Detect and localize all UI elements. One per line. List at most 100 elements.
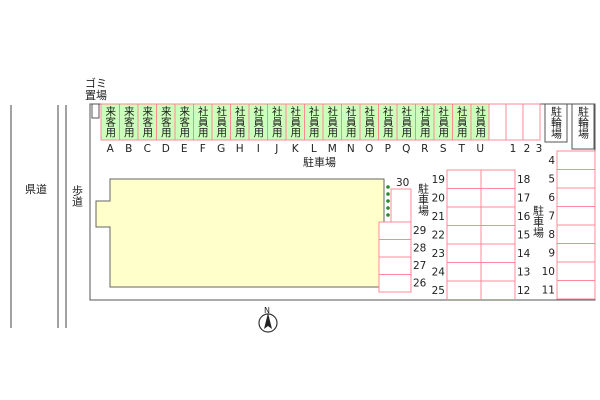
parking-slot-16	[480, 206, 516, 226]
parking-slot-3	[522, 103, 541, 141]
parking-slot-25	[446, 280, 482, 300]
garbage-area-box	[91, 103, 100, 119]
slot-letter-R: R	[421, 143, 428, 155]
parking-slot-2	[505, 103, 524, 141]
parking-slot-11	[556, 280, 596, 300]
slot-number-12: 12	[517, 285, 530, 297]
slot-letter-L: L	[311, 143, 317, 155]
slot-letter-Q: Q	[402, 143, 410, 155]
slot-number-30: 30	[396, 177, 409, 189]
parking-slot-8	[556, 224, 596, 244]
parking-lot-label-middle: 駐車場	[417, 182, 430, 217]
slot-number-15: 15	[517, 230, 530, 242]
slot-number-25: 25	[432, 285, 445, 297]
parking-slot-23	[446, 243, 482, 263]
top-row-slots: 来客用来客用来客用来客用来客用社員用社員用社員用社員用社員用社員用社員用社員用社…	[100, 103, 490, 141]
slot-label-B: 来客用	[123, 106, 135, 138]
parking-slot-6	[556, 187, 596, 207]
bicycle-parking-box-1	[544, 103, 568, 143]
slot-number-3: 3	[536, 143, 543, 155]
parking-slot-22	[446, 225, 482, 245]
parking-slot-4	[556, 150, 596, 170]
parking-slot-26	[378, 274, 412, 293]
slot-number-6: 6	[548, 192, 555, 204]
bicycle-parking-box-2	[571, 103, 595, 150]
parking-slot-29	[378, 221, 412, 240]
slot-label-T: 社員用	[456, 105, 468, 138]
slot-letter-U: U	[476, 143, 484, 155]
slot-letter-I: I	[257, 143, 260, 155]
slot-letter-D: D	[162, 143, 170, 155]
slot-number-14: 14	[517, 248, 531, 260]
parking-lot-label-right: 駐車場	[532, 204, 545, 239]
parking-slot-21	[446, 206, 482, 226]
slot-label-J: 社員用	[271, 105, 283, 138]
parking-slot-30	[390, 188, 412, 223]
slot-number-20: 20	[432, 193, 445, 205]
north-compass: N	[258, 306, 278, 333]
slot-label-P: 社員用	[382, 105, 394, 138]
slot-label-S: 社員用	[437, 105, 449, 138]
sidewalk-label: 歩道	[71, 184, 84, 207]
slot-number-26: 26	[413, 278, 427, 290]
parking-slot-17	[480, 188, 516, 208]
slot-number-23: 23	[432, 248, 445, 260]
slot-number-21: 21	[432, 211, 445, 223]
slot-number-7: 7	[548, 211, 555, 223]
parking-slot-27	[378, 256, 412, 275]
slot-label-O: 社員用	[363, 105, 375, 138]
slot-number-4: 4	[548, 155, 555, 167]
slot-letter-B: B	[125, 143, 132, 155]
parking-slot-1	[488, 103, 507, 141]
slot-label-I: 社員用	[252, 105, 264, 138]
slot-letter-M: M	[328, 143, 337, 155]
bicycle-parking-label-2: 駐輪場	[577, 105, 590, 140]
slot-label-E: 来客用	[178, 106, 190, 138]
slot-number-16: 16	[517, 211, 531, 223]
slot-number-9: 9	[548, 248, 555, 260]
planting-dots	[386, 185, 390, 217]
slot-label-G: 社員用	[215, 105, 227, 138]
slot-number-10: 10	[542, 266, 555, 278]
slot-number-27: 27	[413, 260, 426, 272]
slot-label-F: 社員用	[197, 105, 209, 138]
slot-letter-C: C	[144, 143, 151, 155]
parking-slot-24	[446, 262, 482, 282]
slot-number-1: 1	[510, 143, 517, 155]
slot-number-2: 2	[524, 143, 531, 155]
parking-slot-5	[556, 169, 596, 189]
parking-slot-20	[446, 188, 482, 208]
slot-letter-S: S	[440, 143, 447, 155]
parking-lot-label: 駐車場	[303, 155, 336, 169]
bicycle-parking-label-1: 駐輪場	[550, 105, 563, 140]
parking-slot-14	[480, 243, 516, 263]
slot-letter-O: O	[365, 143, 373, 155]
parking-slot-18	[480, 169, 516, 189]
parking-slot-13	[480, 262, 516, 282]
parking-slot-15	[480, 225, 516, 245]
slot-label-R: 社員用	[419, 105, 431, 138]
slot-label-N: 社員用	[345, 105, 357, 138]
slot-number-13: 13	[517, 267, 530, 279]
slot-label-L: 社員用	[308, 105, 320, 138]
building	[95, 178, 385, 288]
slot-letter-E: E	[181, 143, 188, 155]
parking-slot-9	[556, 243, 596, 263]
slot-letter-A: A	[107, 143, 115, 155]
parking-slot-10	[556, 261, 596, 281]
slot-letter-N: N	[347, 143, 355, 155]
garbage-area-label-line1: ゴミ	[85, 76, 107, 90]
parking-slot-19	[446, 169, 482, 189]
slot-label-U: 社員用	[474, 105, 486, 138]
slot-number-5: 5	[548, 174, 555, 186]
slot-letter-T: T	[458, 143, 466, 155]
slot-number-29: 29	[413, 225, 426, 237]
slot-label-K: 社員用	[289, 105, 301, 138]
slot-letter-F: F	[200, 143, 206, 155]
parking-slot-7	[556, 206, 596, 226]
